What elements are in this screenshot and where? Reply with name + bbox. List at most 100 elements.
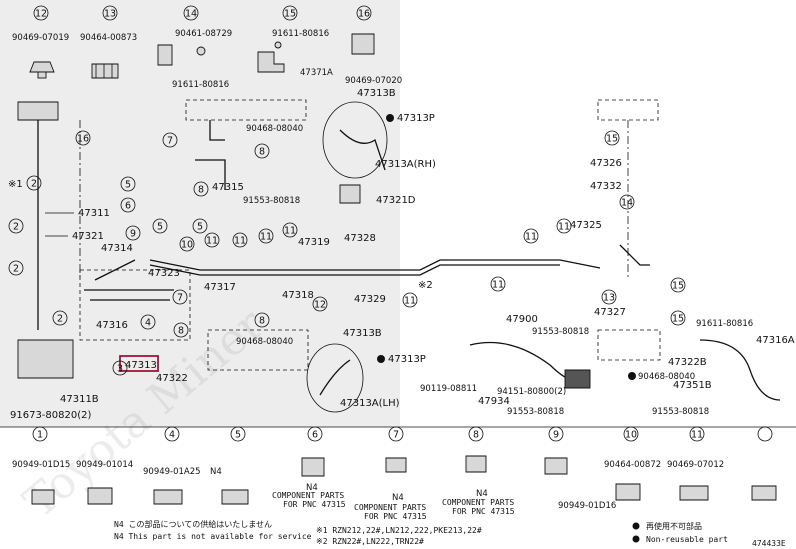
part-91673-80820: 91673-80820(2) (10, 410, 91, 421)
clamp-4-icon (221, 489, 249, 505)
part-90468-08040-r: 90468-08040 (638, 372, 695, 382)
callout-16[interactable]: 16 90469-07020 (345, 5, 402, 86)
callout-14-part: 90461-08729 (175, 29, 232, 39)
part-47317: 47317 (204, 282, 236, 293)
svg-text:10: 10 (625, 430, 637, 441)
clip-6-icon (385, 457, 407, 473)
part-47319: 47319 (298, 237, 330, 248)
svg-text:15: 15 (672, 281, 684, 292)
part-47316A: 47316A (756, 335, 795, 346)
part-47311: 47311 (78, 208, 110, 219)
svg-text:5: 5 (197, 222, 203, 233)
svg-text:11: 11 (284, 226, 296, 237)
callout-12-part: 90469-07019 (12, 33, 69, 43)
svg-text:11: 11 (206, 236, 218, 247)
diagram-code: 474433E (752, 539, 786, 548)
callout-13[interactable]: 13 90464-00873 (80, 5, 137, 79)
highlight-47313[interactable] (119, 355, 159, 372)
svg-text:90469-07012: 90469-07012 (667, 460, 724, 470)
brake-line-group (79, 269, 191, 341)
svg-text:7: 7 (177, 293, 183, 304)
svg-text:3: 3 (117, 364, 123, 375)
svg-text:2: 2 (31, 179, 37, 190)
part-47313A-LH: 47313A(LH) (340, 398, 400, 409)
part-47332: 47332 (590, 181, 622, 192)
part-47318: 47318 (282, 290, 314, 301)
part-47351B: 47351B (673, 380, 712, 391)
svg-text:14: 14 (621, 198, 633, 209)
svg-text:10: 10 (181, 240, 193, 251)
clamp-13-icon (91, 63, 119, 79)
svg-text:COMPONENT PARTS: COMPONENT PARTS (442, 498, 514, 507)
part-47900: 47900 (506, 314, 538, 325)
left-pipe-assembly (17, 101, 81, 330)
part-47326: 47326 (590, 158, 622, 169)
svg-text:15: 15 (606, 134, 618, 145)
note-n4-en: N4 This part is not available for servic… (114, 532, 312, 541)
svg-text:5: 5 (157, 222, 163, 233)
callout-16-part: 90469-07020 (345, 76, 402, 86)
svg-text:FOR PNC 47315: FOR PNC 47315 (452, 507, 515, 516)
part-47934: 47934 (478, 396, 510, 407)
callout-16-left[interactable] (75, 130, 91, 146)
part-90468-08040-top: 90468-08040 (246, 124, 303, 134)
part-91553-80818-a: 91553-80818 (243, 196, 300, 206)
callout-14[interactable]: 14 90461-08729 91611-80816 (157, 5, 232, 90)
clip-7-icon (465, 455, 487, 473)
part-47328: 47328 (344, 233, 376, 244)
clamp-1a-icon (31, 489, 55, 505)
svg-text:FOR PNC 47315: FOR PNC 47315 (364, 512, 427, 521)
svg-text:90464-00872: 90464-00872 (604, 460, 661, 470)
part-47313: 47313 (125, 360, 157, 371)
svg-text:N4: N4 (392, 493, 404, 503)
part-47371A: 47371A (300, 68, 333, 78)
svg-text:COMPONENT PARTS: COMPONENT PARTS (272, 491, 344, 500)
svg-text:1: 1 (37, 430, 43, 441)
svg-text:9: 9 (553, 430, 559, 441)
callout-13-num: 13 (104, 9, 116, 20)
clamp-12-base-icon (37, 71, 47, 79)
svg-text:16: 16 (77, 134, 89, 145)
callout-12[interactable]: 12 90469-07019 (12, 5, 69, 79)
note-x2: ※2 (418, 280, 433, 291)
svg-text:6: 6 (125, 201, 131, 212)
note-x2-variants: ※2 RZN22#,LN222,TRN22# (316, 537, 424, 546)
svg-text:COMPONENT PARTS: COMPONENT PARTS (354, 503, 426, 512)
callout-15[interactable]: 15 91611-80816 47371A (257, 5, 333, 78)
svg-text:N4: N4 (210, 467, 222, 477)
svg-text:90949-01D16: 90949-01D16 (558, 501, 616, 511)
part-47311B: 47311B (60, 394, 99, 405)
part-47322: 47322 (156, 373, 188, 384)
svg-text:7: 7 (167, 136, 173, 147)
legend-jp: 再使用不可部品 (646, 521, 702, 531)
svg-text:12: 12 (314, 300, 326, 311)
clip-5-icon (301, 457, 325, 477)
svg-text:5: 5 (125, 180, 131, 191)
callout-14-num: 14 (185, 9, 197, 20)
legend-en: Non-reusable part (646, 535, 728, 544)
svg-text:15: 15 (672, 314, 684, 325)
part-47323: 47323 (148, 268, 180, 279)
part-47322B: 47322B (668, 357, 707, 368)
svg-text:4: 4 (169, 430, 175, 441)
group-right-top (597, 99, 659, 121)
bracket-15-icon (257, 51, 285, 73)
svg-text:11: 11 (558, 222, 570, 233)
callout-16-num: 16 (358, 9, 370, 20)
caliper-hose-lh (306, 343, 364, 413)
clamp-11-icon (751, 485, 777, 501)
svg-text:4: 4 (145, 318, 151, 329)
svg-text:8: 8 (259, 316, 265, 327)
clip-8-icon (544, 457, 568, 475)
clip-16-icon (351, 33, 375, 55)
bolt-15-icon (274, 41, 282, 49)
non-reusable-dot (386, 114, 394, 122)
callout-15-num: 15 (284, 9, 296, 20)
part-91611-80816-b: 91611-80816 (696, 319, 753, 329)
callout-13-part: 90464-00873 (80, 33, 137, 43)
clamp-9-icon (615, 483, 641, 501)
svg-text:90949-01D15: 90949-01D15 (12, 460, 70, 470)
svg-text:8: 8 (178, 326, 184, 337)
callout-12-num: 12 (35, 9, 47, 20)
